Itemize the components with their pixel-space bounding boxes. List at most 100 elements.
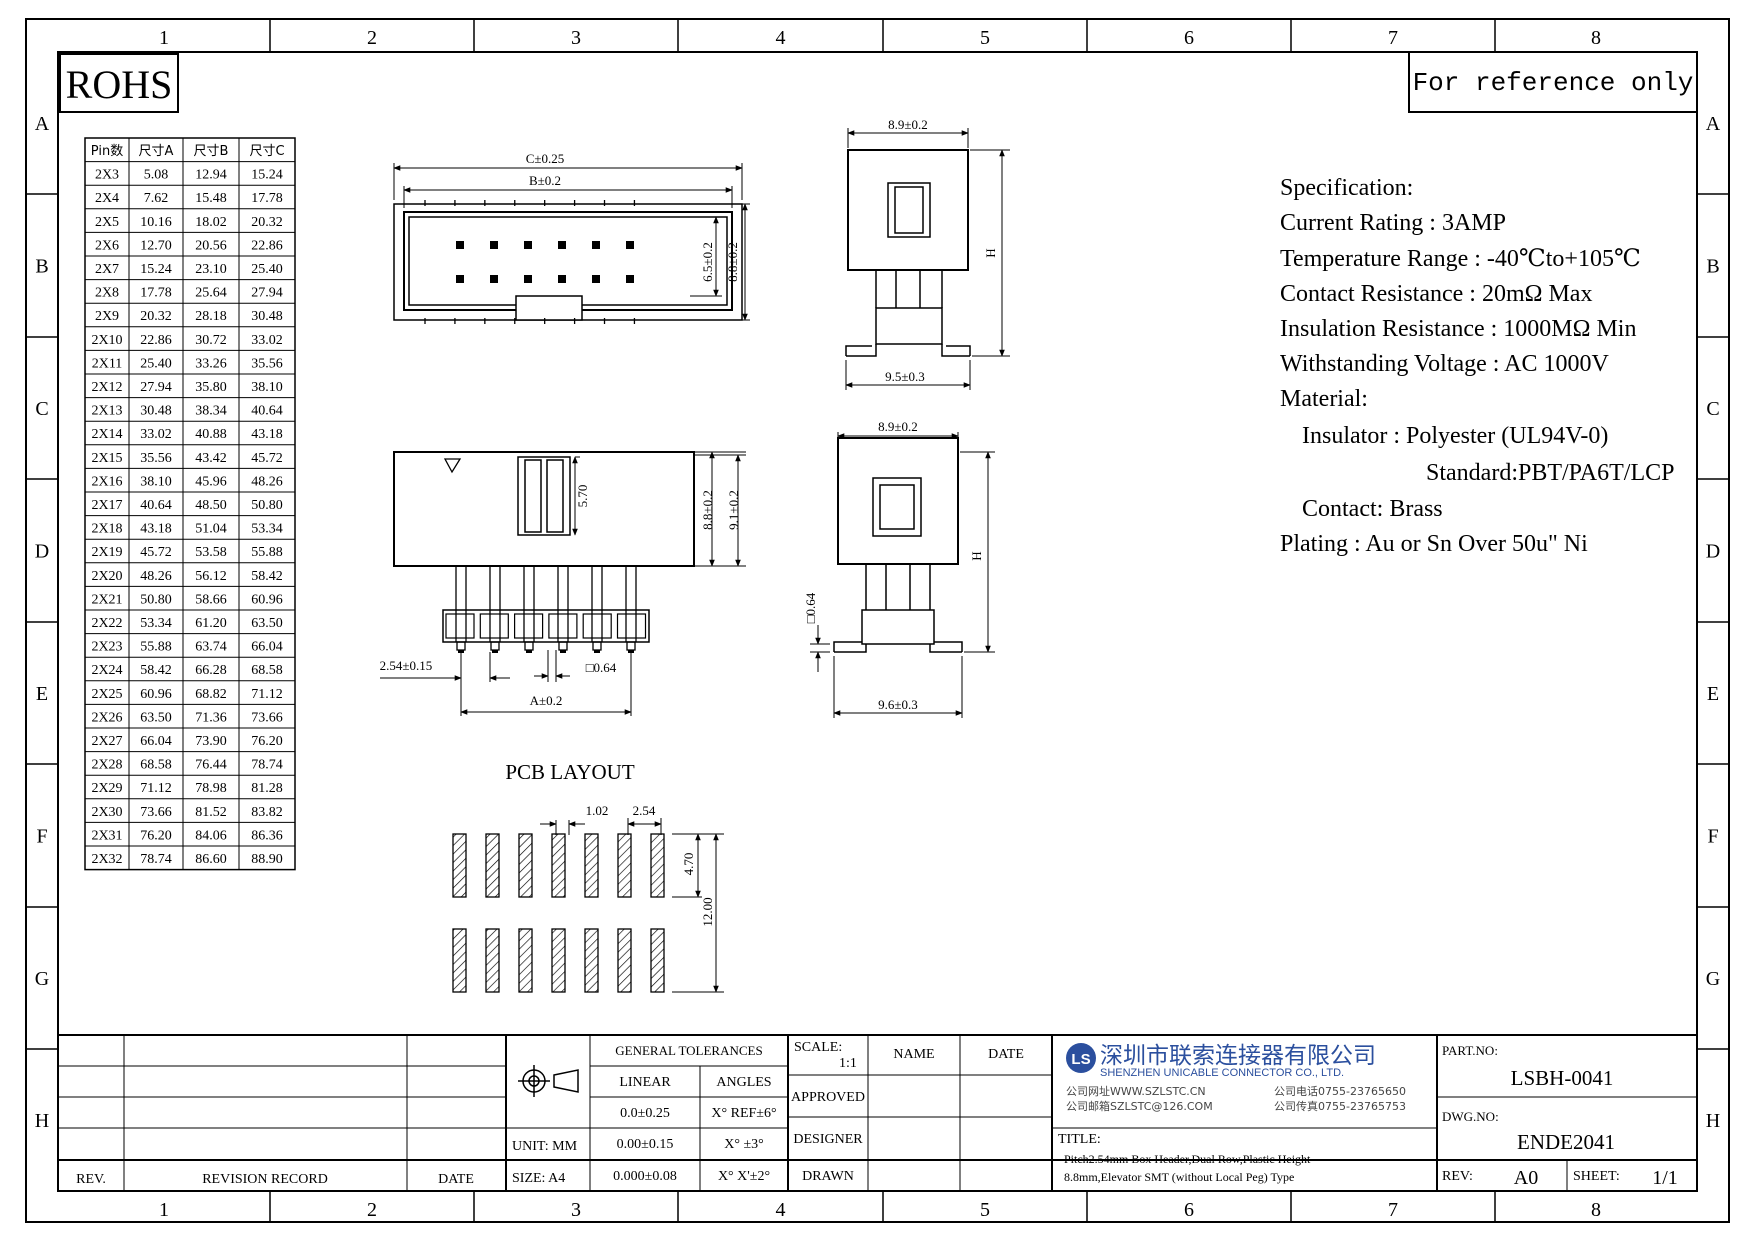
top-view-dims [393,163,750,321]
size-label: SIZE: A4 [512,1171,565,1186]
company-logo-icon: LS [1066,1043,1096,1073]
pin-table-header: 尺寸C [249,144,284,159]
scale-value: 1:1 [839,1056,857,1071]
dim-pin-label: □0.64 [586,660,617,675]
pin-table-cell: 66.04 [251,640,283,655]
pin-table-cell: 30.72 [195,333,227,348]
frame-column-label: 4 [776,1199,786,1221]
pin-table-cell: 81.52 [195,805,227,820]
rohs-box: ROHS [59,53,179,113]
pin-table-cell: 2X14 [91,427,122,442]
dim-a-label: A±0.2 [530,693,563,708]
pin-table-cell: 60.96 [251,592,283,607]
pin-table-cell: 73.66 [140,805,172,820]
frame-row-label: H [35,1110,49,1132]
pin-table-cell: 12.94 [195,168,227,183]
pin-table-cell: 2X9 [95,309,119,324]
pin-table-cell: 2X25 [91,687,122,702]
pin-table-cell: 2X10 [91,333,122,348]
frame-row-label: G [35,968,49,990]
pin-table-cell: 43.18 [140,522,172,537]
pcb-dims [540,818,724,993]
spec-material: Material: [1280,386,1368,412]
frame-row-label: C [35,398,48,420]
unit-label: UNIT: MM [512,1139,578,1154]
dim-9-1-label: 9.1±0.2 [726,490,741,530]
sheet-value: 1/1 [1652,1167,1678,1189]
pin-table-cell: 78.74 [251,758,283,773]
pin-table-cell: 2X15 [91,451,122,466]
pin-table-cell: 7.62 [144,191,169,206]
pin-table-cell: 40.64 [140,498,172,513]
pin-table-cell: 27.94 [140,380,172,395]
pin-table-cell: 63.74 [195,640,227,655]
frame-row-label: B [35,256,48,278]
spec-insulator: Insulator : Polyester (UL94V-0) [1302,423,1608,449]
pin-table-cell: 56.12 [195,569,227,584]
pin-table-cell: 2X8 [95,286,119,301]
pin-table-header: 尺寸A [139,144,174,159]
frame-row-label: D [1706,541,1720,563]
pin-table-cell: 73.90 [195,734,227,749]
end-view-top-dims [845,128,1010,390]
pin-table-cell: 15.24 [251,168,283,183]
pin-table-cell: 20.32 [251,215,283,230]
date-header: DATE [988,1047,1024,1062]
pin-table-cell: 55.88 [251,545,283,560]
linear-header: LINEAR [619,1075,671,1090]
title-line-1: Pitch2.54mm Box Header,Dual Row,Plastic … [1064,1152,1311,1166]
spec-current-rating: Current Rating : 3AMP [1280,210,1506,236]
pin-table-cell: 35.56 [251,356,283,371]
reference-box: For reference only [1408,52,1697,113]
frame-row-label: E [36,683,48,705]
company-name-cn: 深圳市联索连接器有限公司 [1100,1043,1376,1069]
dim-8-9-side-label: 8.9±0.2 [878,419,918,434]
dwg-no-label: DWG.NO: [1442,1109,1499,1124]
top-view-pins [456,241,634,283]
pin-table-cell: 53.34 [251,522,283,537]
pin-table-cell: 66.04 [140,734,172,749]
angles-header: ANGLES [716,1075,771,1090]
company-block: LS 深圳市联索连接器有限公司 SHENZHEN UNICABLE CONNEC… [1066,1043,1406,1113]
pin-table-cell: 33.02 [251,333,283,348]
pin-table-cell: 68.58 [140,758,172,773]
pin-table-cell: 2X17 [91,498,122,513]
frame-row-label: A [35,113,50,135]
angle-tolerance-3: X° X'±2° [718,1169,770,1184]
frame-row-label: D [35,541,49,563]
spec-contact-resistance: Contact Resistance : 20mΩ Max [1280,281,1592,307]
pin-table-cell: 73.66 [251,710,283,725]
frame-column-label: 1 [159,27,169,49]
drawn-label: DRAWN [802,1169,854,1184]
pin-table-cell: 86.36 [251,828,283,843]
dim-pin-vertical-label: □0.64 [803,592,818,623]
scale-label: SCALE: [794,1040,842,1055]
pin-table-cell: 38.34 [195,404,227,419]
pin-table-cell: 63.50 [140,710,172,725]
pin-table-cell: 30.48 [251,309,283,324]
dim-slot-label: 5.70 [575,485,590,508]
pin-table-cell: 12.70 [140,238,172,253]
pin-table-cell: 2X23 [91,640,122,655]
end-view-bottom [833,437,963,653]
pin-table-cell: 2X18 [91,522,122,537]
pin-table-cell: 2X7 [95,262,119,277]
company-web: 公司网址WWW.SZLSTC.CN [1066,1084,1206,1098]
pcb-dim-12-00: 12.00 [700,897,715,926]
dim-8-9-top-label: 8.9±0.2 [888,117,928,132]
pin-table-cell: 71.36 [195,710,227,725]
dim-9-5-label: 9.5±0.3 [885,369,925,384]
pin-table-cell: 68.82 [195,687,227,702]
frame-row-label: E [1707,683,1719,705]
top-view-ticks [424,200,636,324]
pin-table-cell: 86.60 [195,852,227,867]
approved-label: APPROVED [791,1090,865,1105]
pcb-dim-4-70: 4.70 [681,853,696,876]
pin-table-cell: 53.58 [195,545,227,560]
spec-withstanding-voltage: Withstanding Voltage : AC 1000V [1280,351,1609,377]
dim-9-6-label: 9.6±0.3 [878,697,918,712]
designer-label: DESIGNER [793,1132,863,1147]
linear-tolerance-3: 0.000±0.08 [613,1169,677,1184]
pin-table-cell: 2X5 [95,215,119,230]
pin-table-cell: 68.58 [251,663,283,678]
